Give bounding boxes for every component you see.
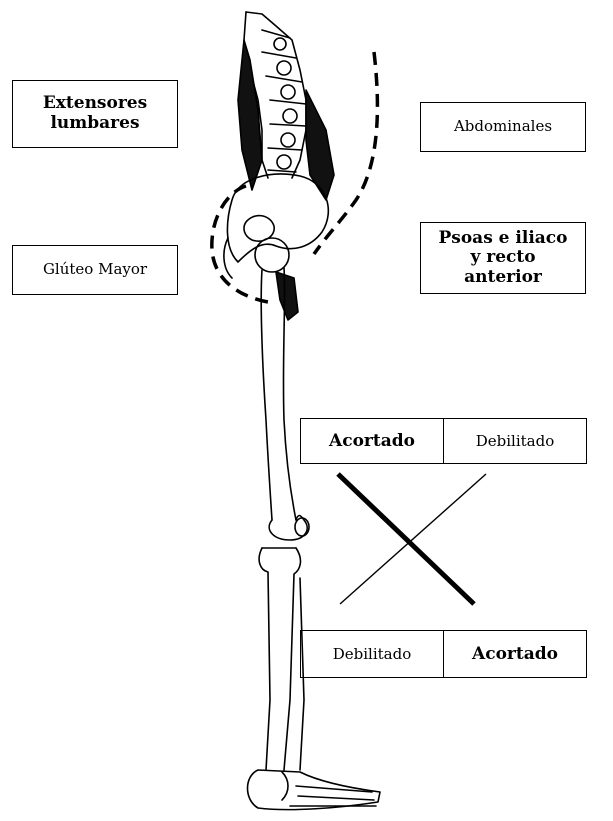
- label-gluteo-mayor: Glúteo Mayor: [12, 245, 178, 295]
- label-abdominales: Abdominales: [420, 102, 586, 152]
- legend-top-debilitado: Debilitado: [443, 419, 586, 463]
- label-extensores-lumbares: Extensores lumbares: [12, 80, 178, 148]
- tibia-fibula: [259, 548, 304, 770]
- legend-bottom-debilitado: Debilitado: [301, 631, 443, 677]
- legend-top-acortado: Acortado: [301, 419, 443, 463]
- foot: [248, 770, 381, 810]
- hip-flexor-muscle: [276, 272, 298, 320]
- legend-bottom-acortado: Acortado: [443, 631, 586, 677]
- label-psoas-iliaco-recto: Psoas e iliaco y recto anterior: [420, 222, 586, 294]
- shortened-cross-line: [338, 474, 474, 604]
- legend-bottom: Debilitado Acortado: [300, 630, 587, 678]
- abdominal-muscle: [306, 90, 334, 200]
- lumbar-extensor-muscle: [238, 40, 262, 190]
- legend-top: Acortado Debilitado: [300, 418, 587, 464]
